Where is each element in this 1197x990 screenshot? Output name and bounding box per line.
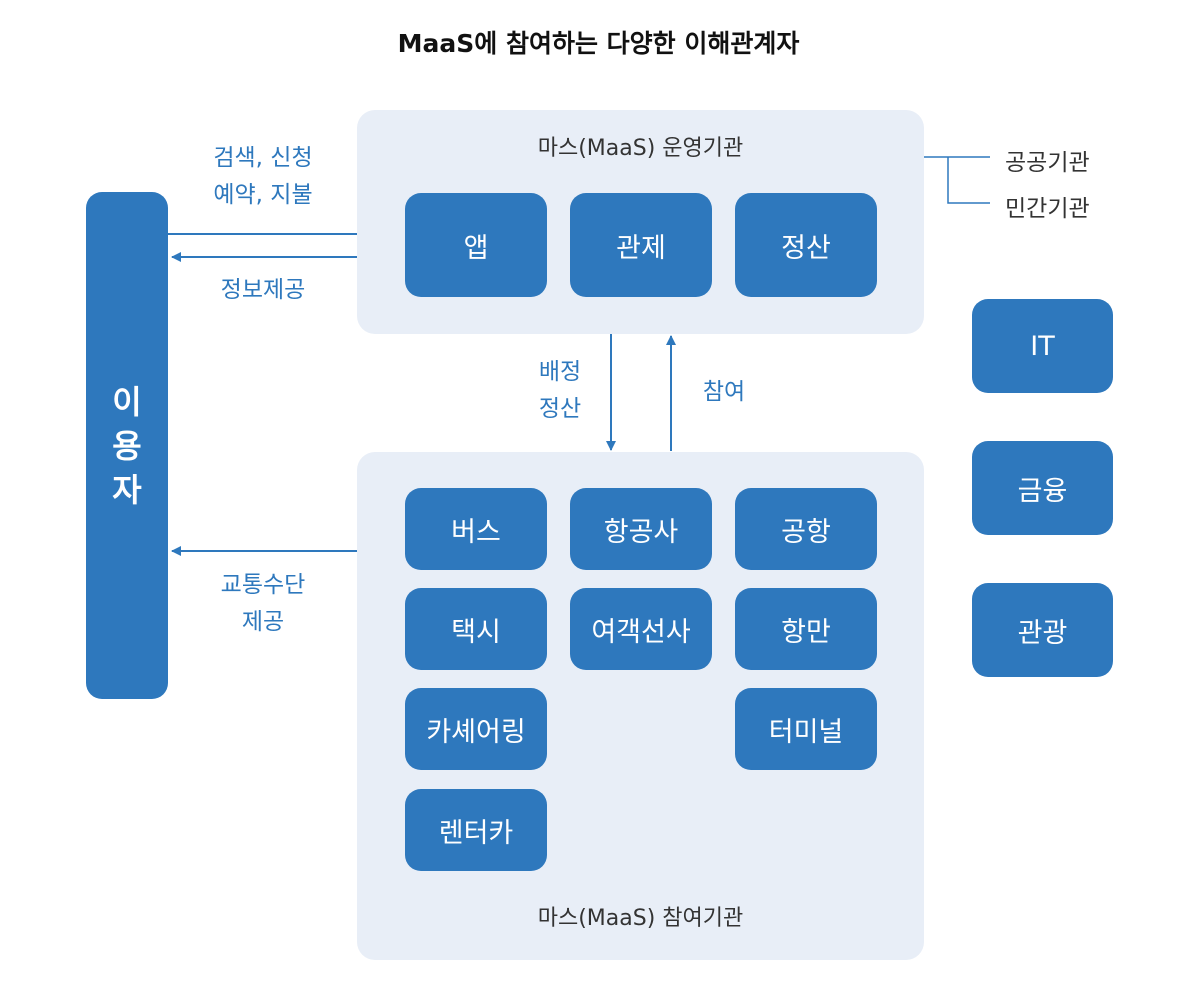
settlement-box: 정산: [735, 193, 877, 297]
user-char: 용: [112, 426, 142, 465]
finance-box: 금융: [972, 441, 1113, 535]
transport-label-line1: 교통수단: [220, 572, 306, 598]
operator-panel-label: 마스(MaaS) 운영기관: [537, 136, 744, 161]
transport-label-line2: 제공: [241, 609, 285, 635]
participant-panel-label: 마스(MaaS) 참여기관: [537, 906, 744, 931]
taxi-box: 택시: [405, 588, 547, 670]
bus-box: 버스: [405, 488, 547, 570]
app-box: 앱: [405, 193, 547, 297]
dispatch-label-line1: 배정: [538, 359, 582, 385]
transport-label: 교통수단 제공: [190, 567, 336, 641]
user-char: 자: [112, 470, 142, 509]
private-agency-label: 민간기관: [1005, 196, 1090, 222]
control-box: 관제: [570, 193, 712, 297]
user-char: 이: [112, 382, 142, 421]
it-box: IT: [972, 299, 1113, 393]
dispatch-label: 배정 정산: [520, 354, 600, 428]
terminal-box: 터미널: [735, 688, 877, 770]
rentalcar-box: 렌터카: [405, 789, 547, 871]
tourism-box: 관광: [972, 583, 1113, 677]
ferry-box: 여객선사: [570, 588, 712, 670]
request-label-line2: 예약, 지불: [213, 182, 313, 208]
port-box: 항만: [735, 588, 877, 670]
carsharing-box: 카셰어링: [405, 688, 547, 770]
diagram-title: MaaS에 참여하는 다양한 이해관계자: [397, 29, 800, 58]
airline-box: 항공사: [570, 488, 712, 570]
participate-label: 참여: [702, 379, 746, 405]
public-agency-label: 공공기관: [1005, 150, 1090, 176]
dispatch-label-line2: 정산: [538, 396, 582, 422]
info-label: 정보제공: [220, 277, 306, 303]
airport-box: 공항: [735, 488, 877, 570]
request-label: 검색, 신청 예약, 지불: [190, 140, 336, 214]
request-label-line1: 검색, 신청: [213, 145, 313, 171]
user-block: 이 용 자: [86, 192, 168, 699]
